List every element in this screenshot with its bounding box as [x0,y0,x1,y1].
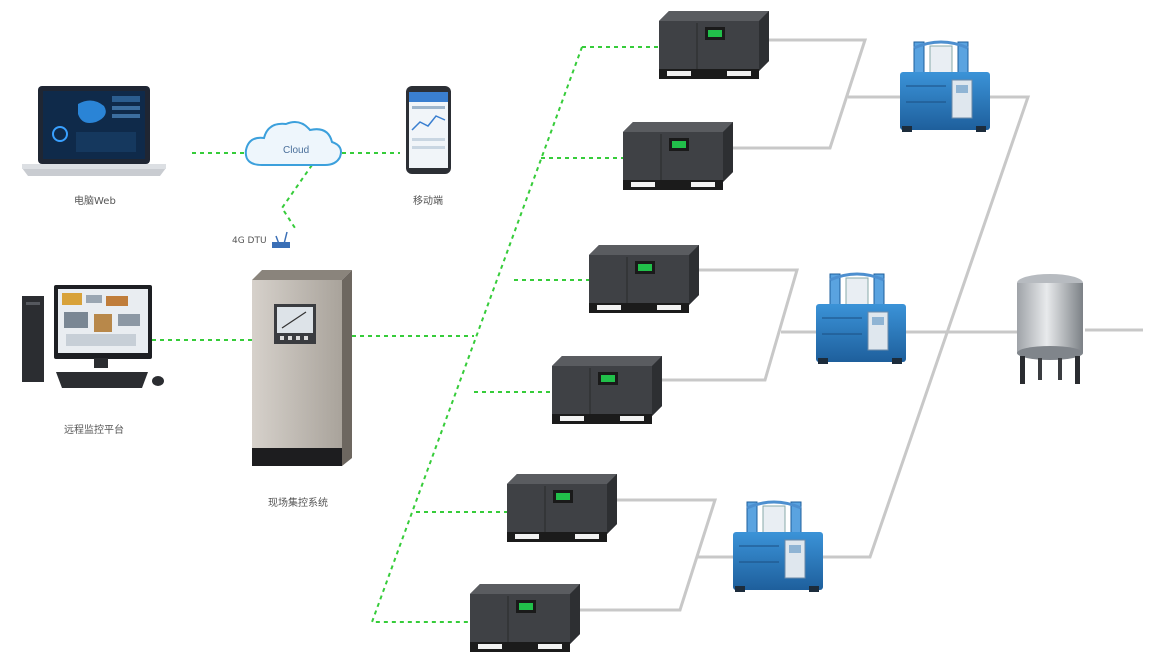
dryer-icon [731,500,825,594]
phone-icon [406,86,451,174]
remote-platform-label: 远程监控平台 [64,425,124,436]
desktop-icon [22,285,164,388]
router-icon [272,231,290,248]
air-compressor-icon [551,355,663,425]
cloud-icon [244,121,342,166]
dryer-icon [814,272,908,366]
air-compressor-icon [588,244,700,314]
air-tank-icon [1017,274,1083,384]
web-terminal-label: 电脑Web [74,196,116,207]
air-compressor-icon [622,121,734,191]
communication-links [152,46,659,623]
control-cabinet-icon [252,270,352,466]
air-pipes [578,38,1143,612]
dryer-icon [898,40,992,134]
mobile-terminal-label: 移动端 [413,196,443,207]
air-compressor-icon [506,473,618,543]
dtu-label: 4G DTU [232,236,267,246]
air-compressor-icon [658,10,770,80]
laptop-icon [22,86,166,176]
air-compressor-icon [469,583,581,653]
cloud-label: Cloud [283,145,310,156]
control-cabinet-label: 现场集控系统 [268,498,328,509]
